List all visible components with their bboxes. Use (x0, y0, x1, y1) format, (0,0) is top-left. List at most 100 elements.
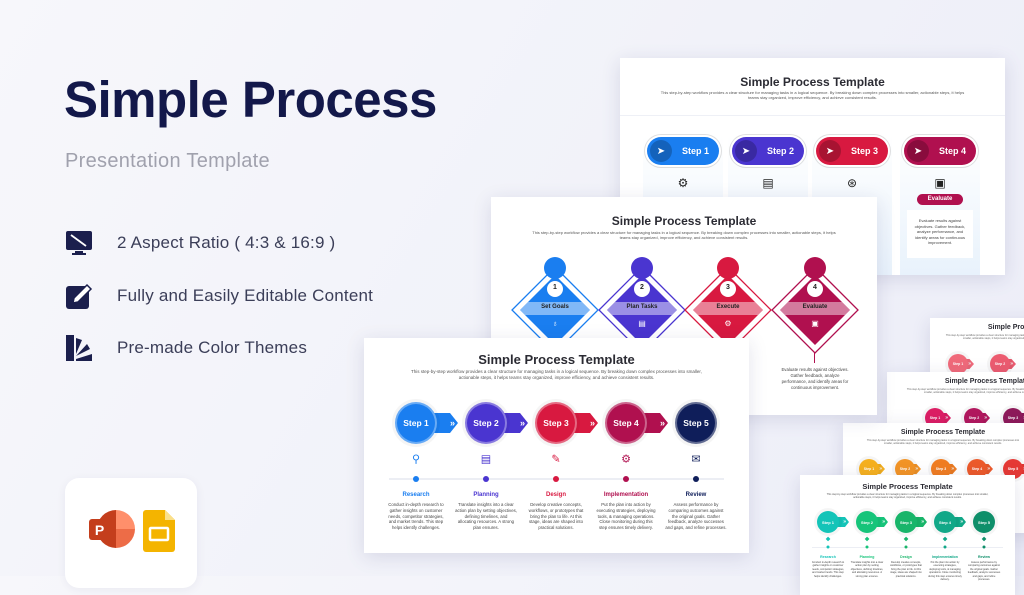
slide-description: This step-by-step workflow provides a cl… (906, 388, 1024, 394)
color-swatch-icon (65, 334, 93, 362)
step-circle[interactable]: Step 5 (1003, 459, 1023, 479)
step-circle[interactable]: Step 4 (934, 511, 956, 533)
step-icon: ⚲ (411, 453, 421, 466)
feature-color-themes: Pre-made Color Themes (65, 334, 307, 362)
connector-line (814, 353, 815, 363)
step-pill[interactable]: ➤ Step 3 (816, 137, 888, 165)
step-description: Assess performance by comparing outcomes… (967, 561, 1001, 581)
step-description: Assess performance by comparing outcomes… (665, 502, 727, 531)
step-title: Research (820, 555, 836, 559)
slide-description: This step-by-step workflow provides a cl… (532, 230, 836, 241)
diamond-shape (511, 257, 599, 354)
slide-title: Simple Process Template (987, 324, 1024, 331)
step-circle[interactable]: Step 2 (990, 354, 1010, 374)
divider (620, 115, 1005, 116)
step-icon: ◆ (942, 536, 948, 543)
step-icon: ◆ (981, 536, 987, 543)
google-slides-icon (143, 510, 175, 552)
step-icon: ⚙ (724, 319, 732, 328)
step-circle[interactable]: Step 2 (895, 459, 915, 479)
step-circle[interactable]: Step 2 (856, 511, 878, 533)
timeline-line (812, 547, 1003, 548)
app-compatibility-card: P (65, 478, 197, 588)
step-icon: ▣ (811, 319, 819, 328)
step-pill[interactable]: ➤Step 2 (732, 137, 804, 165)
step-circle[interactable]: Step 3 (535, 402, 577, 444)
step-pill[interactable]: ➤Step 4 (904, 137, 976, 165)
step-circle[interactable]: Step 1 (859, 459, 879, 479)
step-description: Translate insights into a clear action p… (455, 502, 517, 531)
step-title: Research (402, 492, 430, 498)
step-pill[interactable]: ➤Step 1 (647, 137, 719, 165)
step-title: Review (977, 555, 991, 559)
step-circle[interactable]: Step 1 (395, 402, 437, 444)
timeline-dot (982, 545, 986, 549)
play-arrow-icon: ➤ (819, 140, 841, 162)
cog-refresh-icon: ⊛ (846, 176, 858, 190)
feature-editable: Fully and Easily Editable Content (65, 282, 373, 310)
slide-title: Simple Process Template (478, 352, 635, 367)
slide-description: This step-by-step workflow provides a cl… (945, 334, 1024, 340)
timeline-dot (553, 476, 559, 482)
chevron-right-icon: » (833, 517, 849, 527)
step-label: Step 4 (938, 146, 966, 156)
step-circle[interactable]: Step 1 (948, 354, 968, 374)
timeline-dot (826, 545, 830, 549)
step-number: 2 (640, 284, 644, 291)
step-icon: ✉ (691, 453, 701, 466)
step-title: Implementation (603, 492, 649, 498)
step-icon: ⚙ (621, 453, 631, 466)
chevron-right-icon: » (911, 517, 927, 527)
step-label: Set Goals (541, 304, 569, 310)
step-number: 1 (553, 284, 557, 291)
step-circle[interactable]: Step 4 (967, 459, 987, 479)
slide-description: This step-by-step workflow provides a cl… (411, 369, 702, 381)
step-label: Step 3 (850, 146, 878, 156)
step-description: Evaluate results against objectives. Gat… (781, 367, 849, 391)
step-description: Put the plan into action by executing st… (928, 561, 962, 581)
step-icon: ▤ (638, 319, 646, 328)
slide-description: This step-by-step workflow provides a cl… (660, 90, 965, 101)
step-icon: ♁ (552, 319, 558, 328)
hero-subtitle: Presentation Template (65, 150, 270, 172)
step-number: 3 (726, 284, 730, 291)
slide-title: Simple Process Template (900, 429, 986, 436)
slide-title: Simple Process Template (944, 378, 1024, 385)
hero-title: Simple Process (64, 71, 437, 128)
play-arrow-icon: ➤ (650, 140, 672, 162)
feature-label: 2 Aspect Ratio ( 4:3 & 16:9 ) (117, 233, 336, 252)
feature-aspect-ratio: 2 Aspect Ratio ( 4:3 & 16:9 ) (65, 229, 335, 257)
feature-label: Pre-made Color Themes (117, 338, 308, 357)
gear-head-icon: ⚙ (677, 176, 689, 190)
step-description: Conduct in-depth research to gather insi… (388, 502, 444, 531)
step-icon: ✎ (551, 453, 561, 466)
step-circle[interactable]: Step 4 (605, 402, 647, 444)
monitor-resize-icon (65, 229, 93, 257)
chevron-right-icon: » (872, 517, 888, 527)
step-circle[interactable]: Step 1 (817, 511, 839, 533)
step-title: Planning (859, 555, 875, 559)
step-title: Review (685, 492, 707, 498)
slide-description: This step-by-step workflow provides a cl… (826, 493, 989, 500)
step-circle[interactable]: Step 5 (675, 402, 717, 444)
slide-description: This step-by-step workflow provides a cl… (866, 439, 1020, 445)
step-circle[interactable]: Step 3 (931, 459, 951, 479)
step-label: Step 2 (766, 146, 794, 156)
step-circle[interactable]: Step 3 (895, 511, 917, 533)
timeline-dot (865, 545, 869, 549)
clipboard-icon: ▤ (762, 176, 774, 190)
diamond-shape (684, 257, 772, 354)
timeline-dot (413, 476, 419, 482)
timeline-dot (693, 476, 699, 482)
step-title: Planning (473, 492, 499, 498)
step-description: Conduct in-depth research to gather insi… (811, 561, 845, 578)
step-icon: ◆ (864, 536, 870, 543)
powerpoint-icon: P (89, 510, 135, 556)
step-circle[interactable]: Step 2 (465, 402, 507, 444)
step-title: Design (900, 555, 912, 559)
step-circle[interactable]: Step 5 (973, 511, 995, 533)
